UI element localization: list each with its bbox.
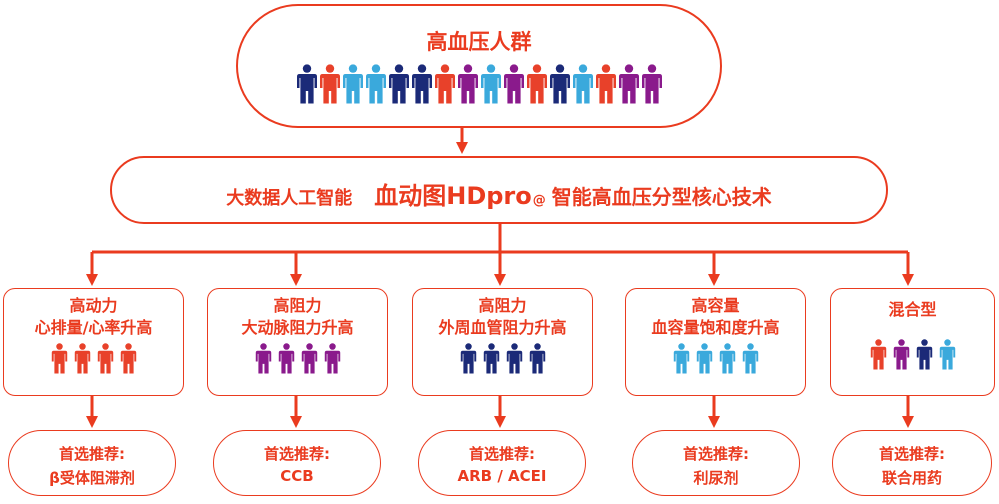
- person-icon: [460, 343, 476, 374]
- type-people-row: [4, 343, 183, 374]
- recommendation-arb-acei: 首选推荐: ARB / ACEI: [418, 430, 586, 496]
- person-icon: [301, 343, 317, 374]
- type-name: 高动力: [69, 296, 118, 315]
- person-icon: [296, 64, 317, 104]
- person-icon: [480, 64, 501, 104]
- type-people-row: [831, 339, 994, 370]
- recommendation-label: 首选推荐:: [879, 445, 945, 463]
- classification-technology-label: 智能高血压分型核心技术: [551, 185, 772, 209]
- person-icon: [342, 64, 363, 104]
- person-icon: [483, 343, 499, 374]
- person-icon: [457, 64, 478, 104]
- person-icon: [549, 64, 570, 104]
- person-icon: [742, 343, 758, 374]
- type-title: 高阻力 大动脉阻力升高: [208, 295, 387, 339]
- type-box-high-resistance-peripheral: 高阻力 外周血管阻力升高: [412, 288, 593, 396]
- recommendation-label: 首选推荐:: [59, 445, 125, 463]
- type-box-high-output: 高动力 心排量/心率升高: [3, 288, 184, 396]
- recommendation-ccb: 首选推荐: CCB: [213, 430, 381, 496]
- hypertension-population-pill: 高血压人群: [236, 4, 722, 128]
- recommendation-label: 首选推荐:: [683, 445, 749, 463]
- person-icon: [696, 343, 712, 374]
- type-people-row: [626, 343, 805, 374]
- person-icon: [319, 64, 340, 104]
- type-description: 外周血管阻力升高: [438, 318, 567, 337]
- recommendation-drug: β受体阻滞剂: [49, 469, 135, 487]
- type-title: 高容量 血容量饱和度升高: [626, 295, 805, 339]
- person-icon: [324, 343, 340, 374]
- type-name: 高容量: [691, 296, 740, 315]
- person-icon: [870, 339, 886, 370]
- population-people-row: [238, 64, 720, 104]
- recommendation-drug: 联合用药: [881, 469, 942, 487]
- person-icon: [51, 343, 67, 374]
- person-icon: [939, 339, 955, 370]
- type-name: 混合型: [888, 300, 937, 319]
- person-icon: [388, 64, 409, 104]
- person-icon: [916, 339, 932, 370]
- recommendation-label: 首选推荐:: [264, 445, 330, 463]
- type-title: 高动力 心排量/心率升高: [4, 295, 183, 339]
- person-icon: [365, 64, 386, 104]
- core-technology-pill: 大数据人工智能 血动图HDpro @ 智能高血压分型核心技术: [110, 156, 888, 224]
- type-description: 血容量饱和度升高: [651, 318, 780, 337]
- person-icon: [641, 64, 662, 104]
- recommendation-drug: CCB: [280, 467, 314, 485]
- person-icon: [526, 64, 547, 104]
- person-icon: [595, 64, 616, 104]
- type-people-row: [413, 343, 592, 374]
- brand-mark: @: [532, 193, 546, 208]
- person-icon: [719, 343, 735, 374]
- person-icon: [506, 343, 522, 374]
- type-box-high-volume: 高容量 血容量饱和度升高: [625, 288, 806, 396]
- person-icon: [434, 64, 455, 104]
- type-name: 高阻力: [273, 296, 322, 315]
- person-icon: [255, 343, 271, 374]
- person-icon: [278, 343, 294, 374]
- person-icon: [618, 64, 639, 104]
- hdpro-brand-label: 血动图HDpro: [374, 182, 532, 210]
- type-description: 大动脉阻力升高: [241, 318, 354, 337]
- person-icon: [673, 343, 689, 374]
- recommendation-diuretic: 首选推荐: 利尿剂: [632, 430, 800, 496]
- type-title: 高阻力 外周血管阻力升高: [413, 295, 592, 339]
- person-icon: [529, 343, 545, 374]
- person-icon: [411, 64, 432, 104]
- type-name: 高阻力: [478, 296, 527, 315]
- recommendation-drug: 利尿剂: [693, 469, 739, 487]
- core-technology-line: 大数据人工智能 血动图HDpro @ 智能高血压分型核心技术: [112, 176, 886, 211]
- type-box-high-resistance-aortic: 高阻力 大动脉阻力升高: [207, 288, 388, 396]
- person-icon: [893, 339, 909, 370]
- person-icon: [74, 343, 90, 374]
- type-people-row: [208, 343, 387, 374]
- type-title: 混合型: [831, 299, 994, 321]
- person-icon: [97, 343, 113, 374]
- big-data-ai-label: 大数据人工智能: [226, 188, 353, 209]
- population-title: 高血压人群: [426, 30, 532, 54]
- recommendation-combination: 首选推荐: 联合用药: [832, 430, 992, 496]
- recommendation-drug: ARB / ACEI: [457, 467, 547, 485]
- recommendation-beta-blocker: 首选推荐: β受体阻滞剂: [8, 430, 176, 496]
- type-box-mixed: 混合型: [830, 288, 995, 396]
- person-icon: [572, 64, 593, 104]
- recommendation-label: 首选推荐:: [469, 445, 535, 463]
- person-icon: [503, 64, 524, 104]
- person-icon: [120, 343, 136, 374]
- type-description: 心排量/心率升高: [34, 318, 153, 337]
